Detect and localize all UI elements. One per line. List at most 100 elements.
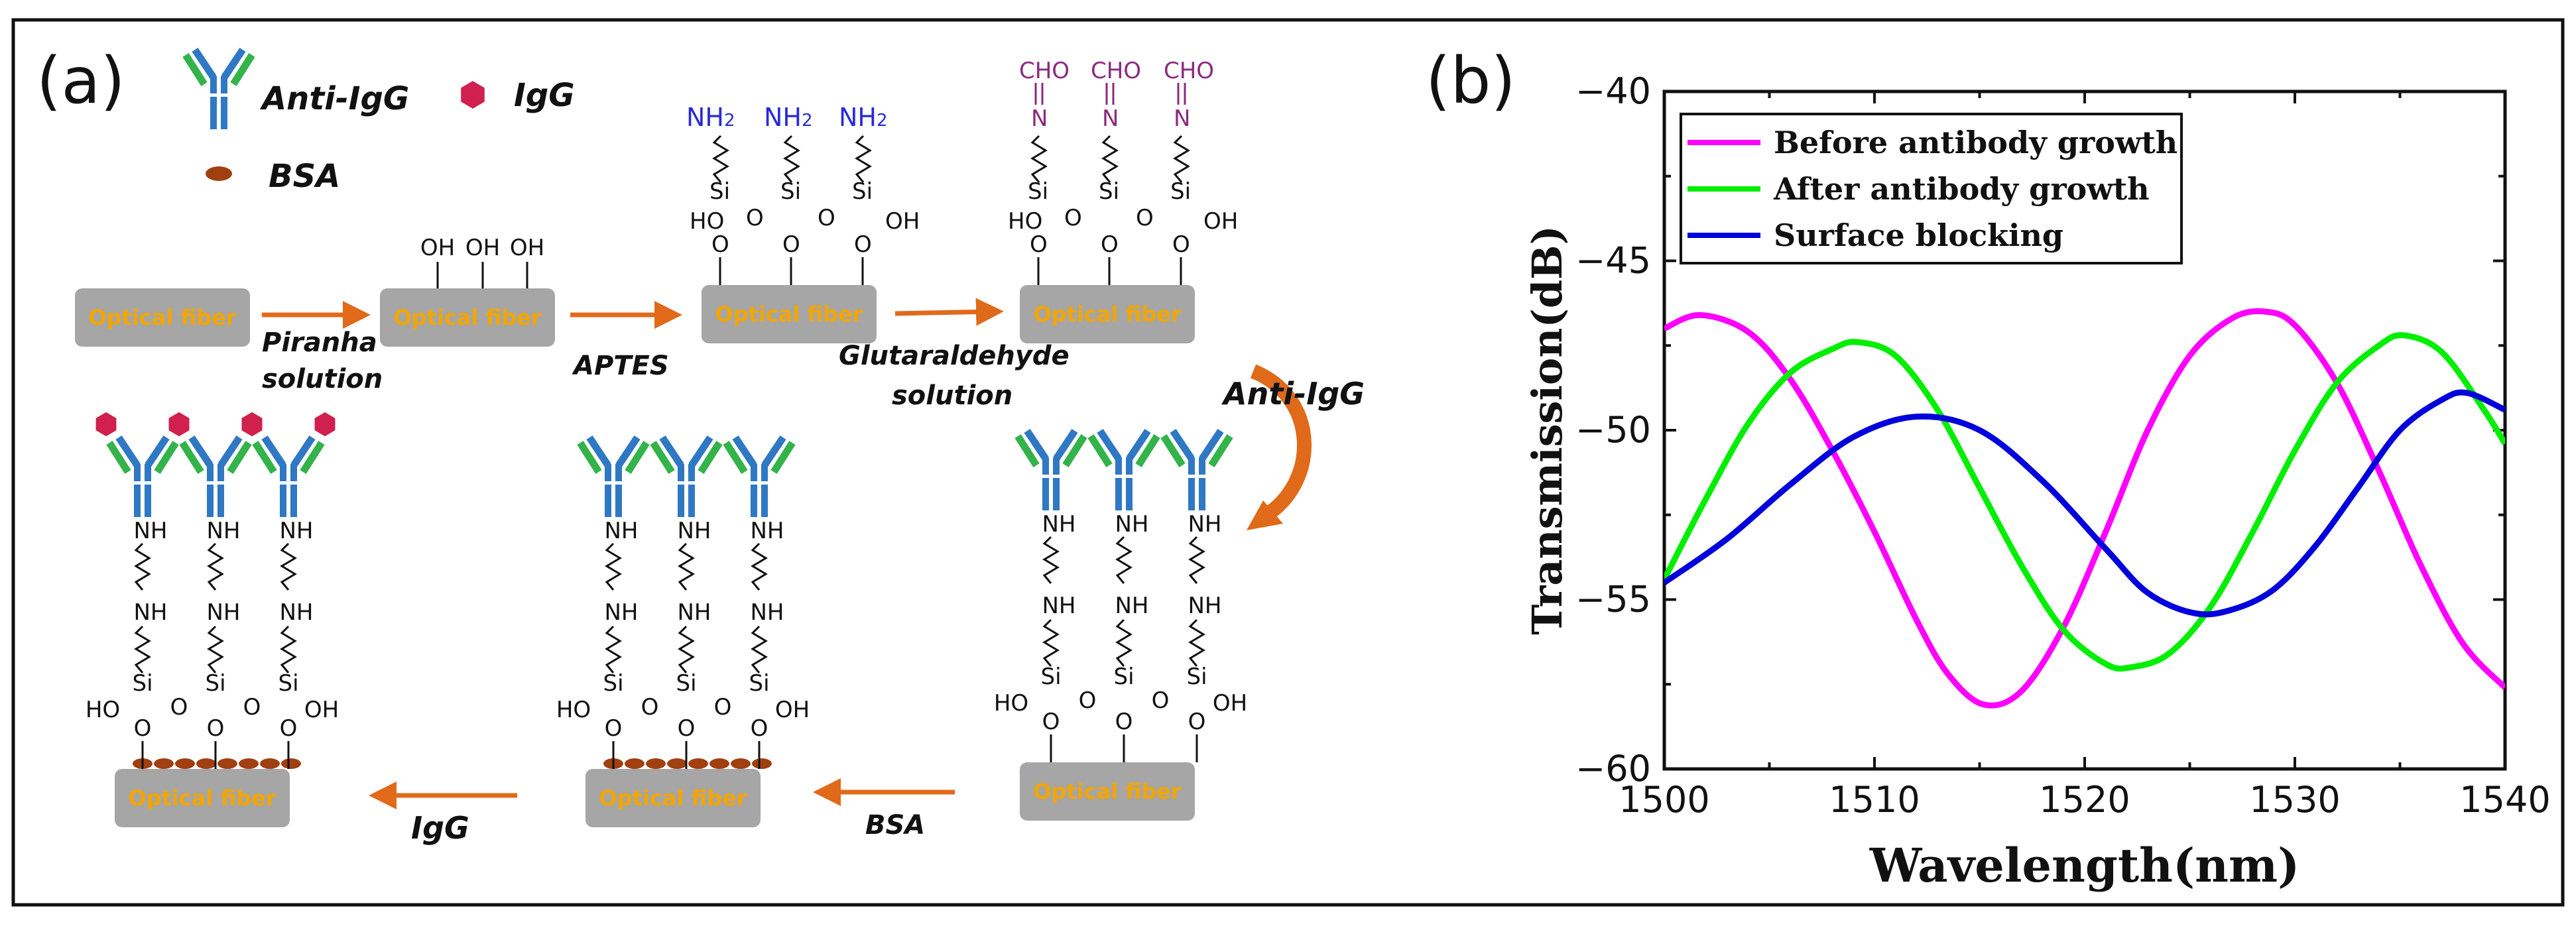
hydroxyl-label: HO [994, 690, 1028, 717]
svg-text:HO: HO [690, 208, 724, 235]
glutaraldehyde-structure: HO Si O Si O Si OH O O O N N N [1008, 58, 1238, 285]
amine-label: NH [207, 518, 241, 544]
svg-text:O: O [1030, 231, 1048, 258]
antibody-icon [255, 437, 322, 517]
x-tick-label: 1510 [1829, 779, 1920, 821]
step-arrow-aptes: APTES [570, 301, 682, 381]
oxygen-label: O [751, 715, 768, 742]
bsa-molecule [688, 758, 708, 769]
fiber-step-5: Optical fiber [1020, 762, 1195, 821]
igg-molecule [95, 412, 117, 437]
svg-text:O: O [711, 231, 729, 258]
legend-bsa: BSA [206, 158, 340, 195]
oxygen-label: O [1152, 687, 1170, 714]
silicon-label: Si [1040, 664, 1061, 690]
svg-text:HO: HO [1008, 208, 1042, 235]
fiber-label: Optical fiber [1033, 302, 1181, 327]
amine-label: NH [134, 518, 168, 544]
oxygen-label: O [170, 694, 188, 721]
svg-text:Si: Si [780, 178, 801, 205]
igg-molecule [314, 412, 336, 437]
oxygen-label: O [1079, 687, 1097, 714]
amine-label: NH [751, 599, 784, 626]
oxygen-label: O [280, 715, 298, 742]
oxygen-label: O [641, 694, 659, 721]
antibody-icon [109, 437, 176, 517]
antibody-icon [580, 437, 646, 517]
silicon-label: Si [278, 670, 298, 697]
fiber-label: Optical fiber [715, 302, 863, 327]
step-arrow-anti-igg: Anti-IgG [1221, 364, 1365, 530]
series-line [1664, 389, 2505, 618]
x-axis-label: Wavelength(nm) [1869, 838, 2300, 893]
amine-label: NH [1042, 593, 1076, 619]
step-arrow-igg: IgG [369, 782, 517, 846]
fiber-step-3: Optical fiber [702, 285, 877, 343]
bsa-molecule [260, 758, 280, 769]
bsa-molecule [217, 758, 237, 769]
igg-step-label: IgG [411, 810, 469, 846]
silicon-label: Si [1113, 664, 1134, 690]
hydroxyl-label: OH [775, 697, 810, 723]
fiber-label: Optical fiber [88, 305, 236, 330]
hydroxyl-label: OH [304, 697, 339, 723]
bsa-step-label: BSA [865, 810, 925, 841]
hydroxyl-label: OH [510, 235, 544, 261]
silicon-label: Si [603, 670, 623, 697]
glutaraldehyde-label-2: solution [892, 380, 1012, 411]
amine-label: NH2 [839, 103, 888, 132]
svg-text:O: O [782, 231, 800, 258]
amine-label: NH [1188, 593, 1222, 619]
igg-molecule [168, 412, 190, 437]
step-arrow-bsa: BSA [813, 778, 955, 841]
antibody-icon [1164, 431, 1230, 510]
amine-label: NH [207, 599, 241, 626]
amine-label: NH [280, 599, 314, 626]
svg-text:OH: OH [885, 208, 920, 235]
igg-molecule [241, 412, 263, 437]
bsa-molecule [281, 758, 301, 769]
bsa-molecule [752, 758, 772, 769]
silicon-label: Si [205, 670, 225, 697]
glutaraldehyde-label: Glutaraldehyde [839, 341, 1070, 371]
legend-igg: IgG [461, 77, 575, 114]
aldehyde-label: CHO [1164, 58, 1214, 84]
bsa-molecule [196, 758, 216, 769]
silicon-label: Si [1186, 664, 1207, 690]
y-tick-label: −50 [1575, 409, 1651, 451]
bsa-ellipse-icon [206, 166, 232, 181]
antibody-icon [182, 437, 249, 517]
amine-label: NH [1188, 511, 1222, 538]
imine-label: N [1174, 105, 1190, 132]
oxygen-label: O [134, 715, 152, 742]
hydroxyl-label: OH [1213, 690, 1247, 717]
x-tick-label: 1500 [1619, 779, 1709, 821]
piranha-label: Piranha [262, 327, 377, 358]
fiber-step-7: Optical fiber [115, 769, 290, 827]
fiber-step-2: Optical fiber OH OH OH [380, 235, 555, 347]
svg-text:O: O [818, 205, 835, 231]
svg-text:O: O [1136, 205, 1154, 231]
hydroxyl-label: OH [465, 235, 500, 261]
amine-label: NH [678, 518, 711, 544]
svg-text:O: O [1101, 231, 1119, 258]
amine-label: NH [605, 599, 639, 626]
piranha-label-2: solution [262, 364, 383, 394]
antibody-icon [726, 437, 792, 517]
amine-label: NH2 [764, 103, 813, 132]
oxygen-label: O [1042, 709, 1060, 735]
amine-label: NH [134, 599, 168, 626]
fiber-label: Optical fiber [1033, 779, 1181, 804]
silicon-label: Si [749, 670, 769, 697]
x-tick-label: 1530 [2249, 779, 2340, 821]
antibody-icon [1091, 431, 1157, 510]
oxygen-label: O [1115, 709, 1133, 735]
panel-a-schematic: (a) Anti-IgG IgG BSA Optical fiber Optic… [36, 44, 1365, 846]
